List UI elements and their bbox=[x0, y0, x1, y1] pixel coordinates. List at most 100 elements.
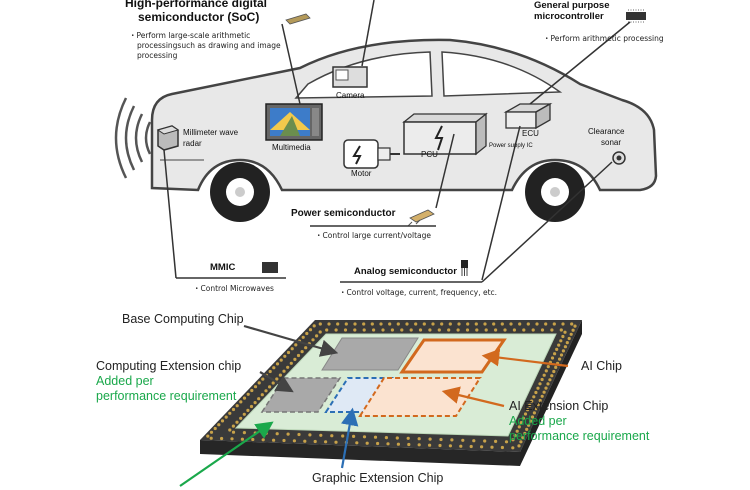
pin-dot bbox=[373, 435, 378, 439]
pin-dot bbox=[563, 330, 567, 334]
soc-title-line1: High-performance digital bbox=[125, 0, 268, 10]
radar-label-line2: radar bbox=[183, 139, 202, 148]
pin-dot bbox=[318, 330, 322, 334]
pin-dot bbox=[437, 328, 441, 332]
pin-dot bbox=[528, 403, 532, 407]
pin-dot bbox=[522, 328, 526, 332]
pin-dot bbox=[396, 322, 400, 326]
pin-dot bbox=[318, 322, 322, 326]
pin-dot bbox=[469, 444, 473, 449]
pin-dot bbox=[509, 322, 513, 326]
pin-dot bbox=[353, 328, 357, 332]
pin-dot bbox=[279, 358, 283, 362]
car-body bbox=[150, 38, 658, 192]
pin-dot bbox=[540, 394, 544, 398]
pin-dot bbox=[300, 350, 304, 354]
mcu-note: ・Perform arithmetic processing bbox=[543, 34, 664, 43]
power-chip-icon bbox=[407, 209, 435, 227]
pin-dot bbox=[282, 438, 286, 443]
pin-dot bbox=[504, 440, 509, 444]
pin-dot bbox=[209, 430, 214, 434]
pin-dot bbox=[334, 440, 338, 444]
pin-dot bbox=[235, 404, 239, 408]
pin-dot bbox=[535, 322, 539, 326]
pin-dot bbox=[330, 434, 334, 438]
pin-dot bbox=[327, 322, 331, 326]
pin-dot bbox=[534, 390, 538, 395]
pin-dot bbox=[530, 415, 535, 419]
pin-dot bbox=[275, 432, 279, 436]
pin-dot bbox=[286, 365, 290, 369]
motor-label: Motor bbox=[351, 169, 372, 178]
pin-dot bbox=[275, 377, 279, 381]
pin-dot bbox=[352, 434, 356, 438]
pin-dot bbox=[343, 328, 348, 332]
pin-dot bbox=[231, 430, 236, 434]
pin-dot bbox=[557, 343, 561, 347]
pin-dot bbox=[417, 443, 421, 447]
pin-dot bbox=[519, 440, 523, 444]
pin-dot bbox=[559, 353, 564, 357]
pin-dot bbox=[515, 429, 519, 433]
pin-dot bbox=[527, 423, 531, 427]
pin-dot bbox=[272, 438, 276, 442]
pin-dot bbox=[246, 408, 250, 412]
pin-dot bbox=[251, 437, 255, 442]
pin-dot bbox=[456, 328, 460, 332]
pin-dot bbox=[466, 322, 470, 326]
pin-dot bbox=[278, 373, 282, 377]
pin-dot bbox=[362, 328, 366, 332]
pin-dot bbox=[519, 421, 523, 425]
computing-added-line1: Added per bbox=[96, 374, 154, 388]
pin-dot bbox=[296, 353, 301, 358]
pin-dot bbox=[555, 347, 559, 351]
connector-lines bbox=[163, 0, 631, 283]
chip-pins bbox=[206, 322, 577, 450]
pin-dot bbox=[242, 412, 246, 416]
pin-dot bbox=[325, 328, 329, 332]
pin-dot bbox=[249, 404, 254, 409]
pin-dot bbox=[301, 335, 305, 339]
pin-dot bbox=[517, 425, 521, 429]
pin-dot bbox=[260, 393, 264, 397]
pin-dot bbox=[246, 392, 250, 396]
pin-dot bbox=[353, 322, 357, 326]
pin-dot bbox=[523, 412, 528, 416]
pin-dot bbox=[532, 411, 537, 415]
pin-dot bbox=[483, 439, 487, 443]
pin-dot bbox=[275, 362, 280, 366]
pin-dot bbox=[511, 446, 515, 450]
pin-dot bbox=[544, 322, 548, 326]
pin-dot bbox=[540, 328, 545, 332]
pin-dot bbox=[362, 435, 367, 439]
pin-dot bbox=[484, 328, 488, 332]
mmic-note: ・Control Microwaves bbox=[193, 284, 274, 293]
multimedia-screen-icon bbox=[265, 103, 323, 141]
pin-dot bbox=[494, 439, 498, 443]
pin-dot bbox=[312, 324, 316, 328]
pin-dot bbox=[250, 388, 254, 393]
pin-dot bbox=[536, 403, 540, 407]
pin-dot bbox=[297, 432, 301, 437]
soc-note-line3: processing bbox=[137, 51, 178, 60]
pin-dot bbox=[472, 439, 476, 443]
pin-dot bbox=[561, 334, 565, 339]
multimedia-label: Multimedia bbox=[272, 143, 311, 152]
pin-dot bbox=[448, 322, 452, 326]
pin-dot bbox=[559, 339, 563, 343]
pin-dot bbox=[308, 328, 313, 332]
analog-title: Analog semiconductor bbox=[354, 266, 457, 277]
pin-dot bbox=[422, 322, 426, 326]
pin-dot bbox=[206, 434, 210, 438]
sonar-label-line1: Clearance bbox=[588, 127, 625, 136]
pin-dot bbox=[561, 322, 565, 326]
ai-added-line2: performance requirement bbox=[509, 429, 650, 443]
pin-dot bbox=[344, 322, 348, 326]
pin-dot bbox=[286, 432, 290, 436]
pin-dot bbox=[405, 322, 409, 326]
rear-wheel bbox=[525, 162, 585, 222]
pin-dot bbox=[480, 445, 484, 449]
pin-dot bbox=[546, 382, 550, 386]
pin-dot bbox=[490, 445, 494, 449]
